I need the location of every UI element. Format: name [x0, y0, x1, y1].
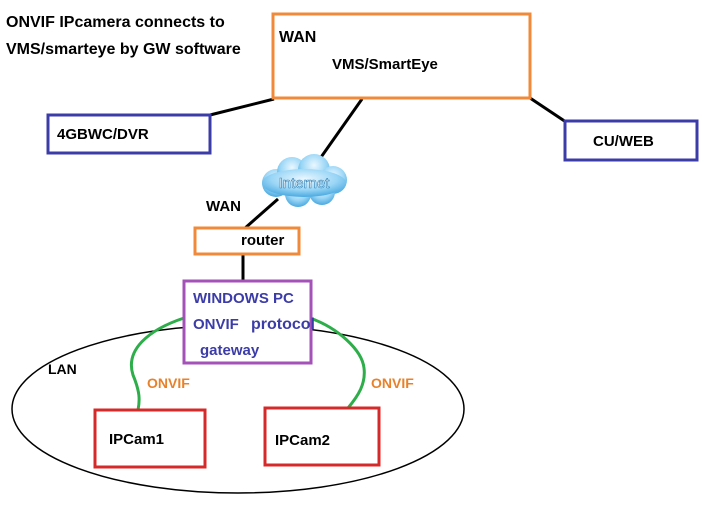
gateway-onvif-label: ONVIF: [193, 316, 239, 333]
link-web-vms: [529, 96, 567, 124]
link-dvr-vms: [209, 97, 275, 117]
onvif-left-label: ONVIF: [147, 375, 190, 391]
diagram-title-line1: ONVIF IPcamera connects to: [6, 14, 225, 31]
ipcam1-label: IPCam1: [109, 431, 165, 448]
ipcam2-box: [263, 406, 381, 467]
router-label: router: [241, 232, 285, 249]
router-box: [193, 226, 301, 256]
dvr-box: [46, 113, 212, 155]
diagram-title-line2: VMS/smarteye by GW software: [6, 41, 241, 58]
gateway-line3: gateway: [200, 342, 260, 359]
web-label: CU/WEB: [593, 133, 654, 150]
gateway-line1: WINDOWS PC: [193, 290, 294, 307]
onvif-link-right: [309, 316, 366, 409]
dvr-label: 4GBWC/DVR: [57, 126, 149, 143]
vms-box: [271, 12, 532, 100]
web-box: [563, 119, 699, 162]
lan-label: LAN: [48, 361, 77, 377]
internet-label: Internet: [279, 175, 331, 192]
internet-cloud-icon: Internet: [262, 154, 347, 207]
onvif-link-left: [130, 316, 185, 411]
onvif-right-label: ONVIF: [371, 375, 414, 391]
ipcam1-box: [93, 408, 207, 469]
wan-link-label: WAN: [206, 198, 241, 215]
link-internet-router: [243, 197, 279, 231]
ipcam2-label: IPCam2: [275, 432, 331, 449]
gateway-protocol-label: protocol: [251, 316, 315, 333]
vms-name-label: VMS/SmartEye: [332, 56, 438, 73]
vms-wan-label: WAN: [279, 29, 317, 46]
gateway-box: [182, 279, 313, 365]
